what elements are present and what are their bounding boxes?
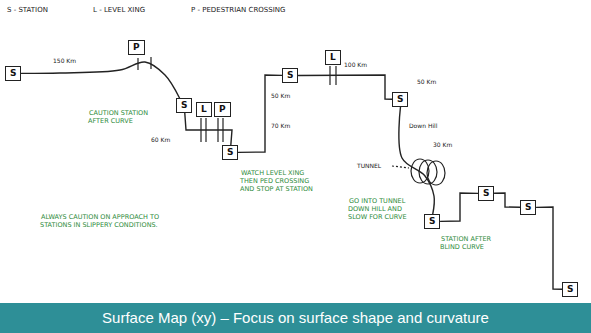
speed-label: 70 Km (270, 122, 291, 129)
key-text: S - STATION (6, 6, 49, 14)
station-box: S (478, 186, 494, 201)
node-text: S (181, 100, 187, 111)
caption-text: Surface Map (xy) – Focus on surface shap… (102, 309, 489, 326)
node-text: P (219, 104, 226, 115)
railway-track (440, 193, 478, 221)
node-text: S (10, 68, 16, 79)
label-text: 50 Km (270, 92, 291, 99)
label-text: 100 Km (343, 61, 368, 68)
label-text: ALWAYS CAUTION ON APPROACH TO STATIONS I… (40, 213, 159, 229)
station-box: S (520, 200, 536, 215)
tunnel-coil (427, 161, 445, 185)
crossing-tick (150, 57, 151, 69)
railway-track (298, 75, 392, 99)
crossing-box: P (128, 40, 145, 55)
node-text: S (483, 188, 489, 199)
railway-track (238, 75, 282, 152)
label-text: TUNNEL (356, 162, 382, 169)
node-text: S (429, 216, 435, 227)
speed-label: 30 Km (432, 141, 453, 148)
node-text: P (133, 42, 140, 53)
driver-note: CAUTION STATION AFTER CURVE (88, 110, 152, 126)
label-text: 150 Km (52, 57, 77, 64)
label-text: L - LEVEL XING (92, 6, 146, 14)
station-box: S (222, 145, 238, 160)
node-text: S (227, 147, 233, 158)
station-box: S (562, 282, 578, 297)
label-text: 70 Km (270, 122, 291, 129)
driver-note: GO INTO TUNNEL DOWN HILL AND SLOW FOR CU… (348, 198, 414, 221)
crossing-box: P (214, 102, 231, 117)
station-box: S (424, 214, 440, 229)
station-box: S (5, 66, 21, 81)
key-text: P - PEDESTRIAN CROSSING (190, 6, 286, 14)
label-text: GO INTO TUNNEL DOWN HILL AND SLOW FOR CU… (348, 197, 408, 221)
node-text: S (525, 202, 531, 213)
railway-track (536, 207, 562, 289)
tunnel-leader (392, 166, 409, 168)
label-text: S - STATION (6, 6, 49, 14)
speed-label: 50 Km (416, 78, 437, 85)
station-box: S (392, 92, 408, 107)
node-text: L (330, 52, 336, 63)
label-text: 60 Km (150, 136, 171, 143)
crossing-box: L (325, 50, 341, 65)
railway-track (494, 193, 520, 207)
node-text: S (287, 70, 293, 81)
label-text: WATCH LEVEL XING THEN PED CROSSING AND S… (240, 169, 314, 193)
label-text: 30 Km (432, 141, 453, 148)
label-text: 50 Km (416, 78, 437, 85)
node-text: L (201, 104, 207, 115)
driver-note: ALWAYS CAUTION ON APPROACH TO STATIONS I… (40, 214, 160, 230)
node-text: S (567, 284, 573, 295)
speed-label: 150 Km (52, 57, 77, 64)
label-text: P - PEDESTRIAN CROSSING (190, 6, 286, 14)
speed-label: 100 Km (343, 61, 368, 68)
gradient-label: Down Hill (408, 122, 438, 129)
railway-track (21, 62, 179, 98)
key-text: L - LEVEL XING (92, 6, 146, 14)
node-text: S (397, 94, 403, 105)
speed-label: 60 Km (150, 136, 171, 143)
driver-note: WATCH LEVEL XING THEN PED CROSSING AND S… (240, 170, 314, 193)
crossing-box: L (196, 102, 212, 117)
speed-label: 50 Km (270, 92, 291, 99)
label-text: CAUTION STATION AFTER CURVE (88, 109, 148, 125)
railway-track (185, 113, 232, 145)
caption-bar: Surface Map (xy) – Focus on surface shap… (0, 303, 591, 333)
label-text: STATION AFTER BLIND CURVE (440, 235, 491, 251)
station-box: S (282, 68, 298, 83)
tunnel-label: TUNNEL (356, 162, 382, 169)
driver-note: STATION AFTER BLIND CURVE (440, 236, 502, 252)
label-text: Down Hill (408, 122, 438, 129)
station-box: S (176, 98, 192, 113)
